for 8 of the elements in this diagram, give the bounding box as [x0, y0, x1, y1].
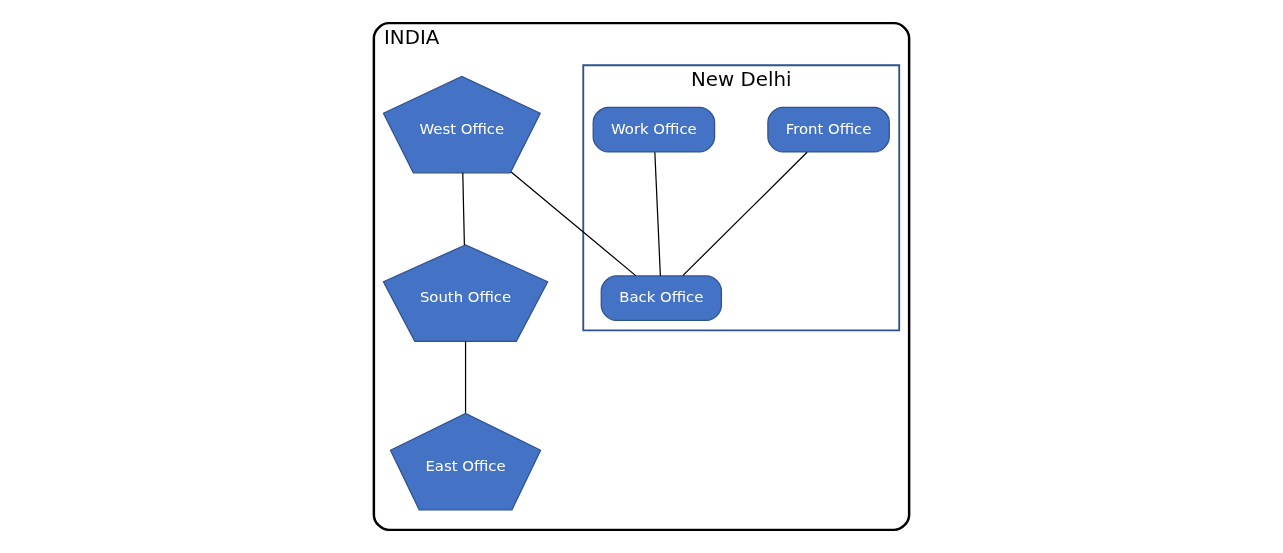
node-box: Back Office	[600, 275, 723, 322]
connector	[464, 340, 467, 414]
connector	[682, 151, 808, 277]
node-box: Front Office	[767, 106, 890, 153]
connector	[654, 151, 661, 277]
connector	[510, 171, 637, 277]
connector	[462, 172, 465, 246]
node-box: Work Office	[592, 106, 716, 153]
